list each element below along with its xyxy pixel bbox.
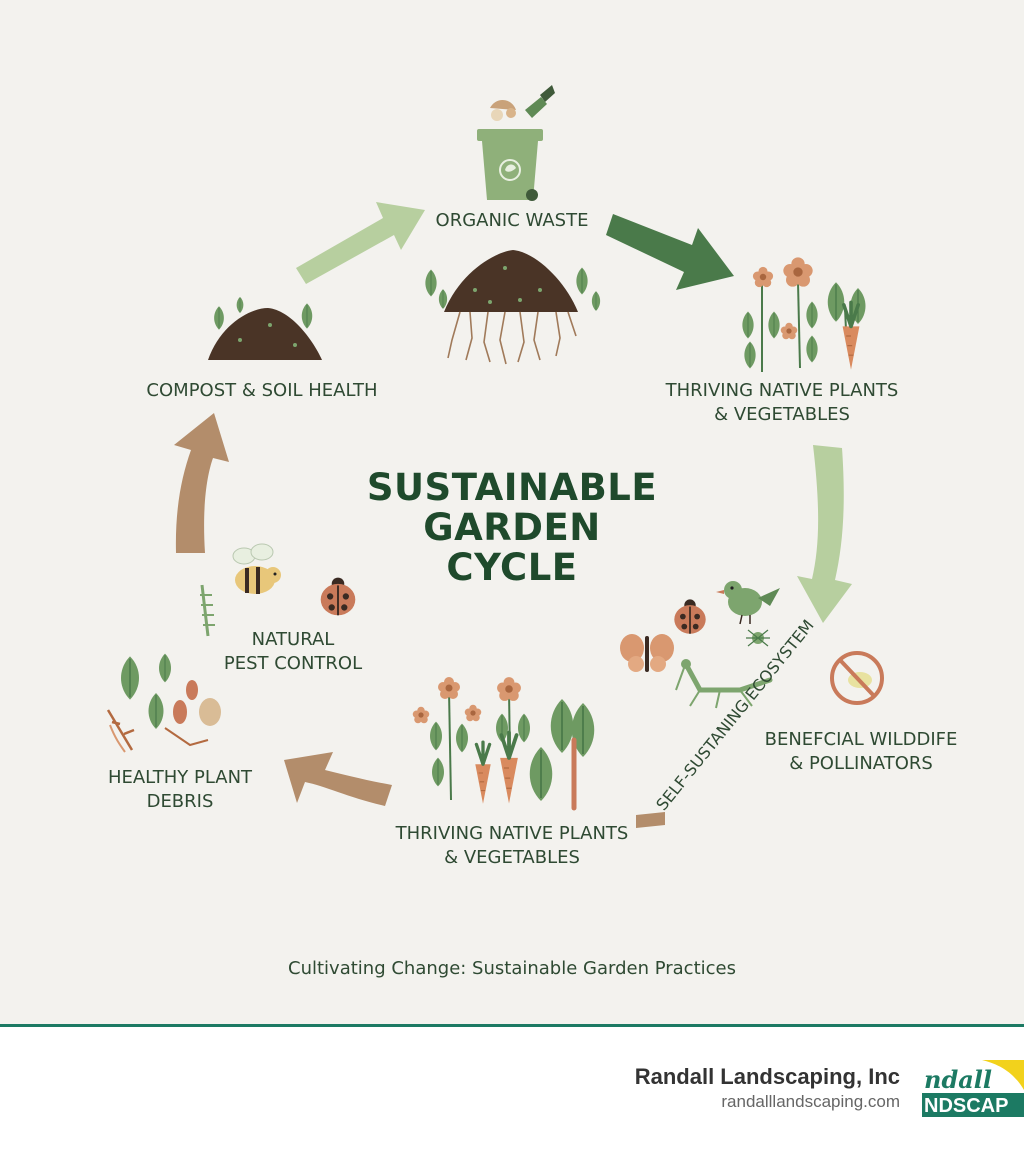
label-pest-control: NATURAL PEST CONTROL [223,629,363,674]
compost-bin-icon [477,99,543,201]
wildlife-icons [620,581,884,709]
svg-text:ndall: ndall [924,1065,992,1094]
label-organic-waste: ORGANIC WASTE [435,210,589,231]
arrow-ecosystem-to-thriving-bottom [636,812,665,828]
diagram-title: SUSTAINABLE GARDEN CYCLE [366,466,658,589]
plant-debris-icon [106,653,221,753]
no-bug-icon [830,651,884,705]
arrow-organic-to-thriving [606,214,734,290]
arrow-thriving-to-wildlife [797,445,852,623]
bird-icon [716,581,780,625]
diagram-canvas [106,85,884,828]
footer-divider [0,1024,1024,1027]
arrow-compost-to-organic [296,202,425,284]
company-block: Randall Landscaping, Inc randalllandscap… [635,1064,900,1112]
company-logo: ndall NDSCAP [922,1060,1024,1122]
herb-sprig-icon [200,584,215,637]
label-beneficial-wildlife: BENEFCIAL WILDDIFE & POLLINATORS [764,729,958,774]
thriving-plants-bottom-icon [412,677,596,811]
mantis-icon [675,659,773,709]
label-thriving-plants-bottom: THRIVING NATIVE PLANTS & VEGETABLES [395,823,629,868]
compost-mound-icon [208,296,322,360]
label-compost-soil-health: COMPOST & SOIL HEALTH [146,380,378,401]
spider-icon [746,629,770,647]
label-healthy-plant-debris: HEALTHY PLANT DEBRIS [107,767,253,812]
bee-icon [232,543,281,594]
label-thriving-plants-top: THRIVING NATIVE PLANTS & VEGETABLES [665,380,899,425]
company-name: Randall Landscaping, Inc [634,1064,900,1089]
trowel-icon [525,85,555,118]
svg-text:NDSCAP: NDSCAP [924,1095,1008,1117]
arrow-debris-to-compost [174,413,229,553]
soil-mound-icon [424,250,601,365]
thriving-plants-top-icon [741,257,867,372]
arrow-thriving-bottom-to-debris [284,752,392,806]
company-url[interactable]: randalllandscaping.com [721,1092,900,1111]
ladybug-icon [673,598,707,635]
butterfly-icon [620,634,674,672]
caption: Cultivating Change: Sustainable Garden P… [288,958,736,979]
footer: Randall Landscaping, Inc randalllandscap… [0,1024,1024,1154]
